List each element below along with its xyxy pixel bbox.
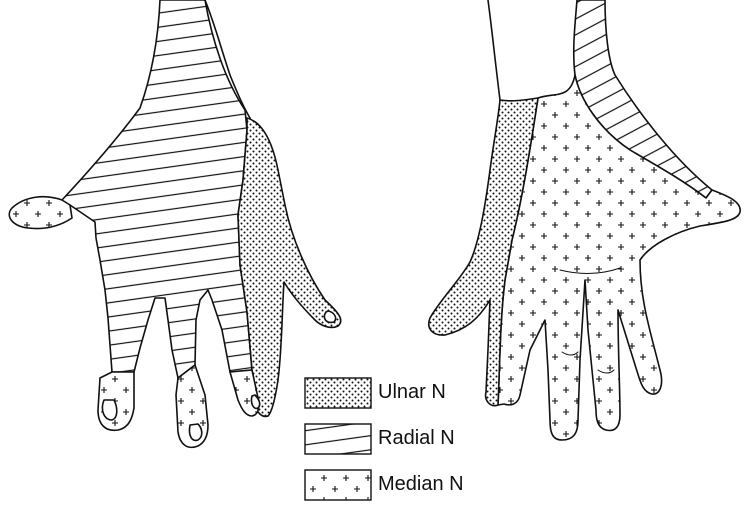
palmar-forearm-outline [488, 0, 500, 100]
legend-label-median: Median N [378, 473, 464, 496]
dorsal-ulnar-region [238, 118, 341, 416]
dorsal-hand [9, 0, 340, 447]
nail-icon [189, 424, 201, 440]
legend-item-ulnar: Ulnar N [305, 378, 505, 416]
dorsal-radial-region [52, 0, 252, 378]
legend-label-ulnar: Ulnar N [378, 381, 446, 404]
nail-icon [102, 400, 116, 420]
legend-label-radial: Radial N [378, 427, 455, 450]
palmar-hand [429, 0, 740, 440]
legend-item-median: Median N [305, 470, 505, 508]
legend-item-radial: Radial N [305, 424, 505, 462]
dorsal-thumb [9, 197, 72, 229]
